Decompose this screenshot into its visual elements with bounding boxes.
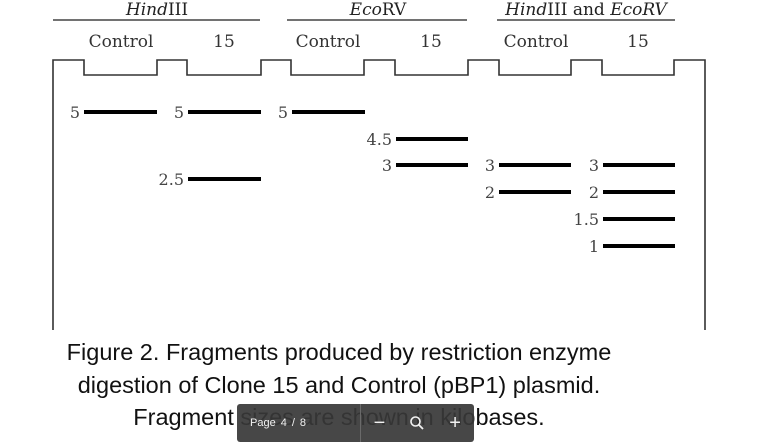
band-size-label: 3 [485,156,495,175]
magnifier-icon [410,416,424,430]
bands-layer: 5 5 2.5 5 4.5 3 3 2 3 2 1.5 1 [70,103,675,256]
band-size-label: 1 [589,237,599,256]
caption-line-1: Figure 2. Fragments produced by restrict… [66,339,612,365]
band-size-label: 2 [589,183,599,202]
page-separator: / [291,417,295,429]
gel-outline [52,59,706,330]
lane-label: 15 [420,32,442,52]
search-button[interactable] [398,404,436,442]
lane-label: Control [89,32,154,52]
current-page-input[interactable]: 4 [280,417,287,429]
band-size-label: 1.5 [574,210,599,229]
group-title-hindiii: HindIII [125,0,188,20]
band-size-label: 5 [278,103,288,122]
plus-icon: + [449,411,461,434]
band-size-label: 2 [485,183,495,202]
band-size-label: 5 [174,103,184,122]
band-size-label: 3 [382,156,392,175]
band-size-label: 3 [589,156,599,175]
lane-label: Control [504,32,569,52]
band-size-label: 4.5 [367,130,392,149]
zoom-out-button[interactable]: − [361,404,399,442]
zoom-in-button[interactable]: + [436,404,474,442]
band-size-label: 2.5 [159,170,184,189]
lane-label: Control [296,32,361,52]
gel-diagram: HindIII EcoRV HindIII and EcoRV Control … [52,0,706,330]
page-label: Page [250,417,276,429]
minus-icon: − [373,411,386,434]
band-size-label: 5 [70,103,80,122]
toolbar-divider [359,404,361,442]
group-title-ecorv: EcoRV [349,0,407,20]
page-indicator: Page 4 / 8 [237,404,360,442]
pdf-page-toolbar: Page 4 / 8 − + [237,404,474,442]
total-pages: 8 [299,417,307,429]
lane-label: 15 [213,32,235,52]
caption-line-2: digestion of Clone 15 and Control (pBP1)… [77,371,601,398]
group-title-both: HindIII and EcoRV [504,0,668,20]
lane-label: 15 [627,32,649,52]
